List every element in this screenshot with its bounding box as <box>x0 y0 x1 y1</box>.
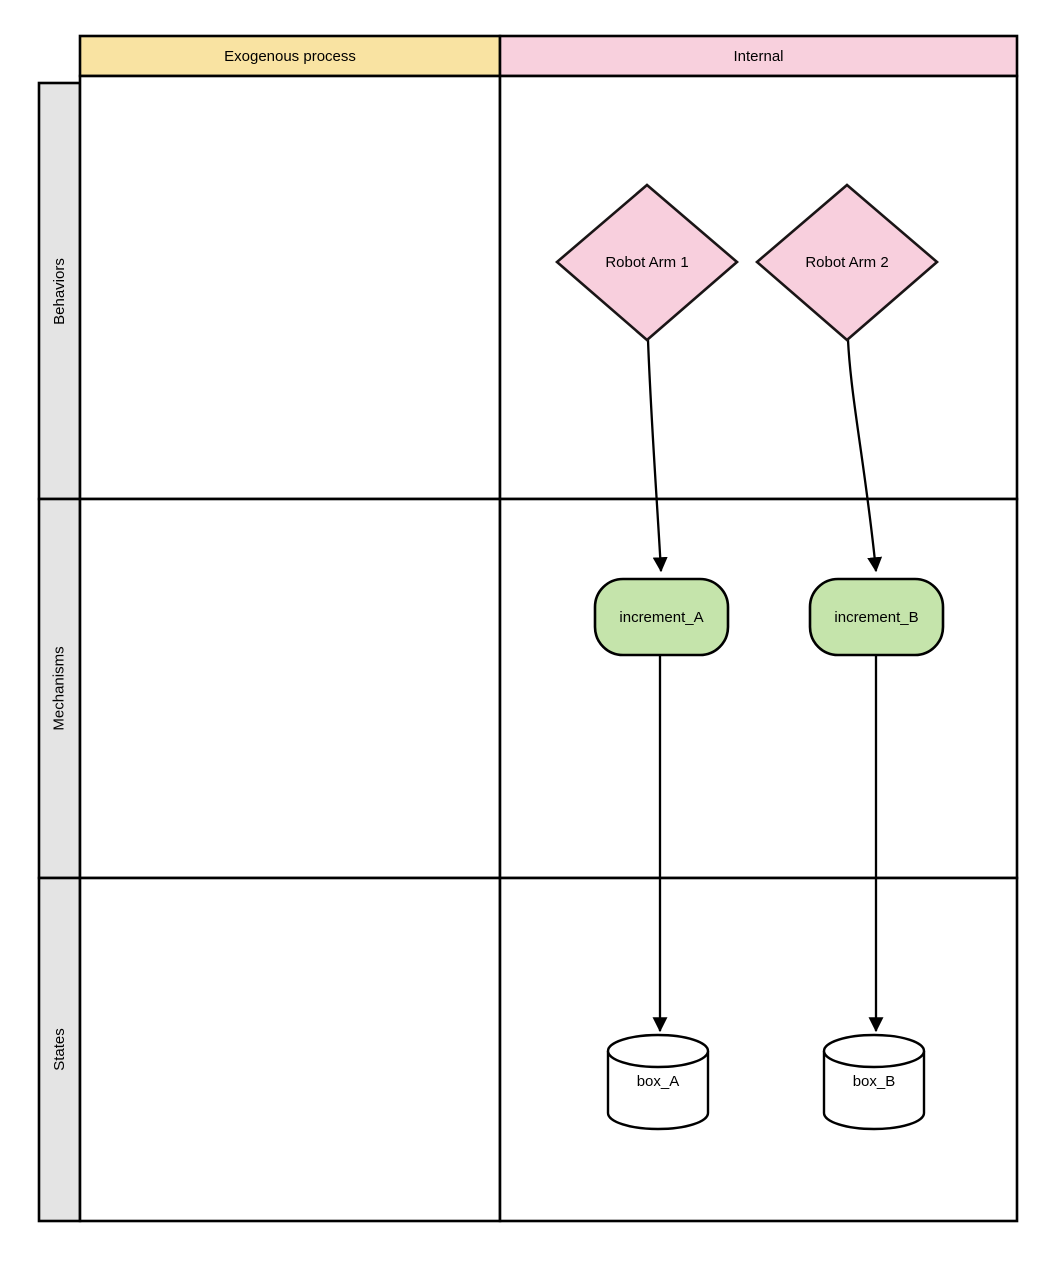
row-header-behaviors <box>37 81 82 501</box>
node-box-a[interactable] <box>606 1033 710 1131</box>
node-increment-b[interactable] <box>808 577 945 657</box>
cell-behaviors-exogenous <box>78 74 502 501</box>
row-header-mechanisms <box>37 497 82 880</box>
cell-mechanisms-exogenous <box>78 497 502 880</box>
node-increment-a[interactable] <box>593 577 730 657</box>
edge-robot-arm-1-to-increment-a <box>646 339 668 573</box>
row-header-states <box>37 876 82 1223</box>
column-header-internal <box>498 34 1019 78</box>
cell-states-internal <box>498 876 1019 1223</box>
node-box-b[interactable] <box>822 1033 926 1131</box>
cell-behaviors-internal <box>498 74 1019 501</box>
edge-robot-arm-2-to-increment-b <box>846 339 883 573</box>
column-header-exogenous <box>78 34 502 78</box>
node-robot-arm-1[interactable] <box>555 183 739 342</box>
cell-states-exogenous <box>78 876 502 1223</box>
cell-mechanisms-internal <box>498 497 1019 880</box>
node-robot-arm-2[interactable] <box>755 183 939 342</box>
